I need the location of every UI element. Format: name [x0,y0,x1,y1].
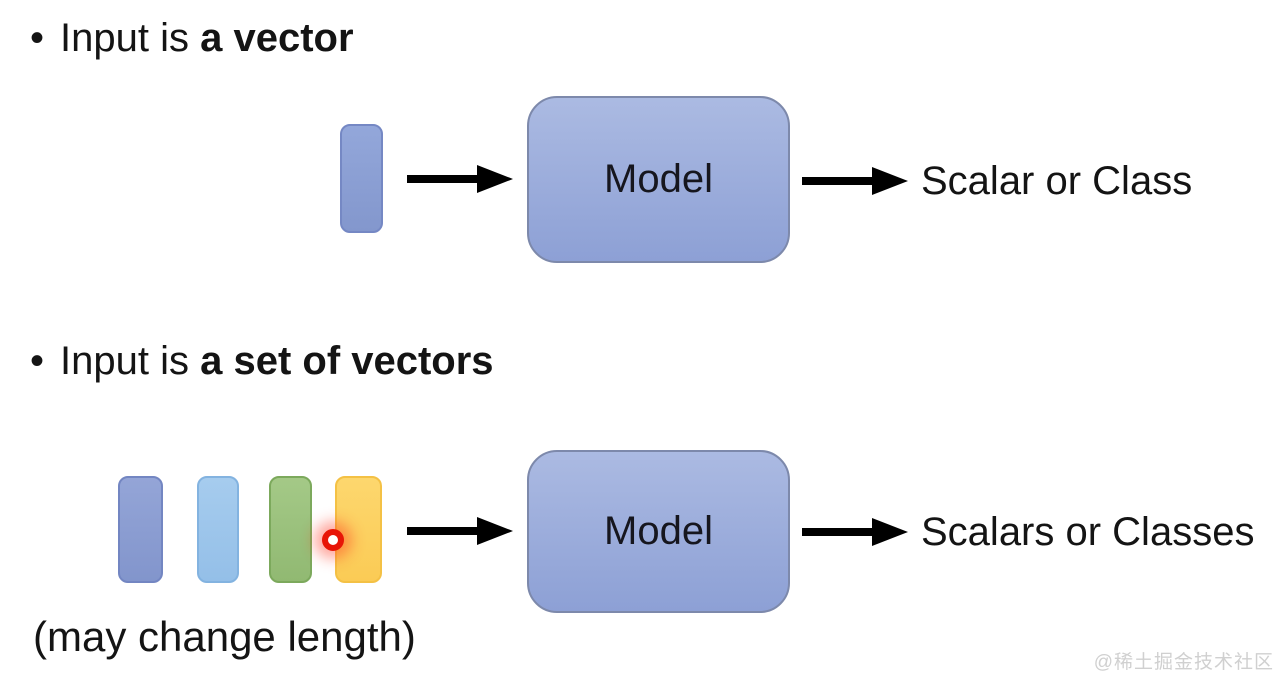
model-box-2: Model [527,450,790,613]
bullet-emphasis: a set of vectors [200,339,494,383]
model-label: Model [604,509,713,553]
input-vector-green [269,476,312,583]
bullet-emphasis: a vector [200,16,354,60]
output-label-scalar-or-class: Scalar or Class [921,159,1193,203]
input-vector-light-blue [197,476,239,583]
model-label: Model [604,157,713,201]
input-vector-yellow [335,476,382,583]
bullet-input-is-a-set-of-vectors: • Input is a set of vectors [30,335,494,387]
bullet-prefix: Input is [60,16,201,60]
bullet-prefix: Input is [60,339,201,383]
note-may-change-length: (may change length) [33,613,416,660]
bullet-marker: • [30,16,45,60]
arrow-input-to-model-2 [407,517,513,545]
laser-pointer-dot [322,529,344,551]
arrow-input-to-model-1 [407,165,513,193]
bullet-input-is-a-vector: • Input is a vector [30,12,354,64]
model-box-1: Model [527,96,790,263]
input-vector-single [340,124,383,233]
input-vector-purple-blue [118,476,163,583]
bullet-marker: • [30,339,45,383]
output-label-scalars-or-classes: Scalars or Classes [921,510,1255,554]
arrow-model-to-output-1 [802,167,908,195]
arrow-model-to-output-2 [802,518,908,546]
watermark-text: @稀土掘金技术社区 [1093,652,1274,673]
